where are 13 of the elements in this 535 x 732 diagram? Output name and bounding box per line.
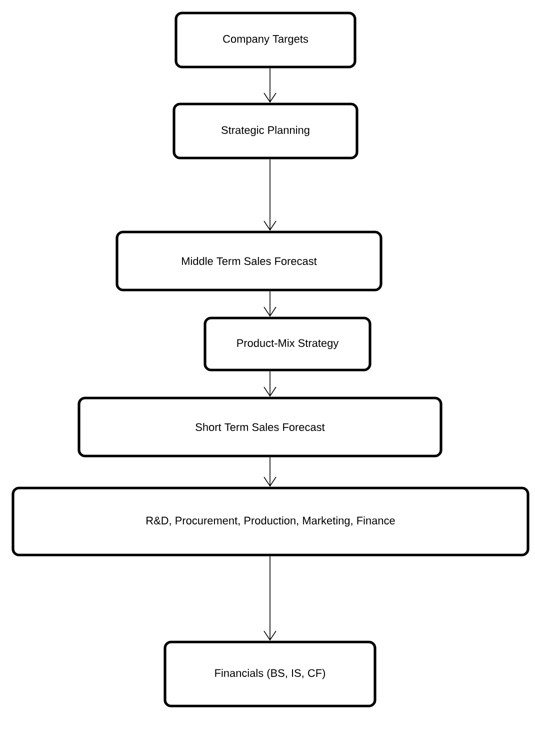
arrow bbox=[264, 456, 276, 487]
process-box: Strategic Planning bbox=[172, 102, 358, 160]
arrow bbox=[264, 290, 276, 317]
process-box: Company Targets bbox=[174, 12, 356, 68]
arrow bbox=[264, 556, 276, 641]
process-box: Short Term Sales Forecast bbox=[78, 396, 442, 458]
process-box: R&D, Procurement, Production, Marketing, Finance bbox=[12, 486, 530, 556]
arrow bbox=[264, 68, 276, 103]
process-box: Product-Mix Strategy bbox=[204, 316, 372, 372]
arrow bbox=[264, 370, 276, 397]
process-box: Financials (BS, IS, CF) bbox=[164, 640, 376, 708]
arrow bbox=[264, 158, 276, 231]
process-box: Middle Term Sales Forecast bbox=[116, 230, 382, 292]
